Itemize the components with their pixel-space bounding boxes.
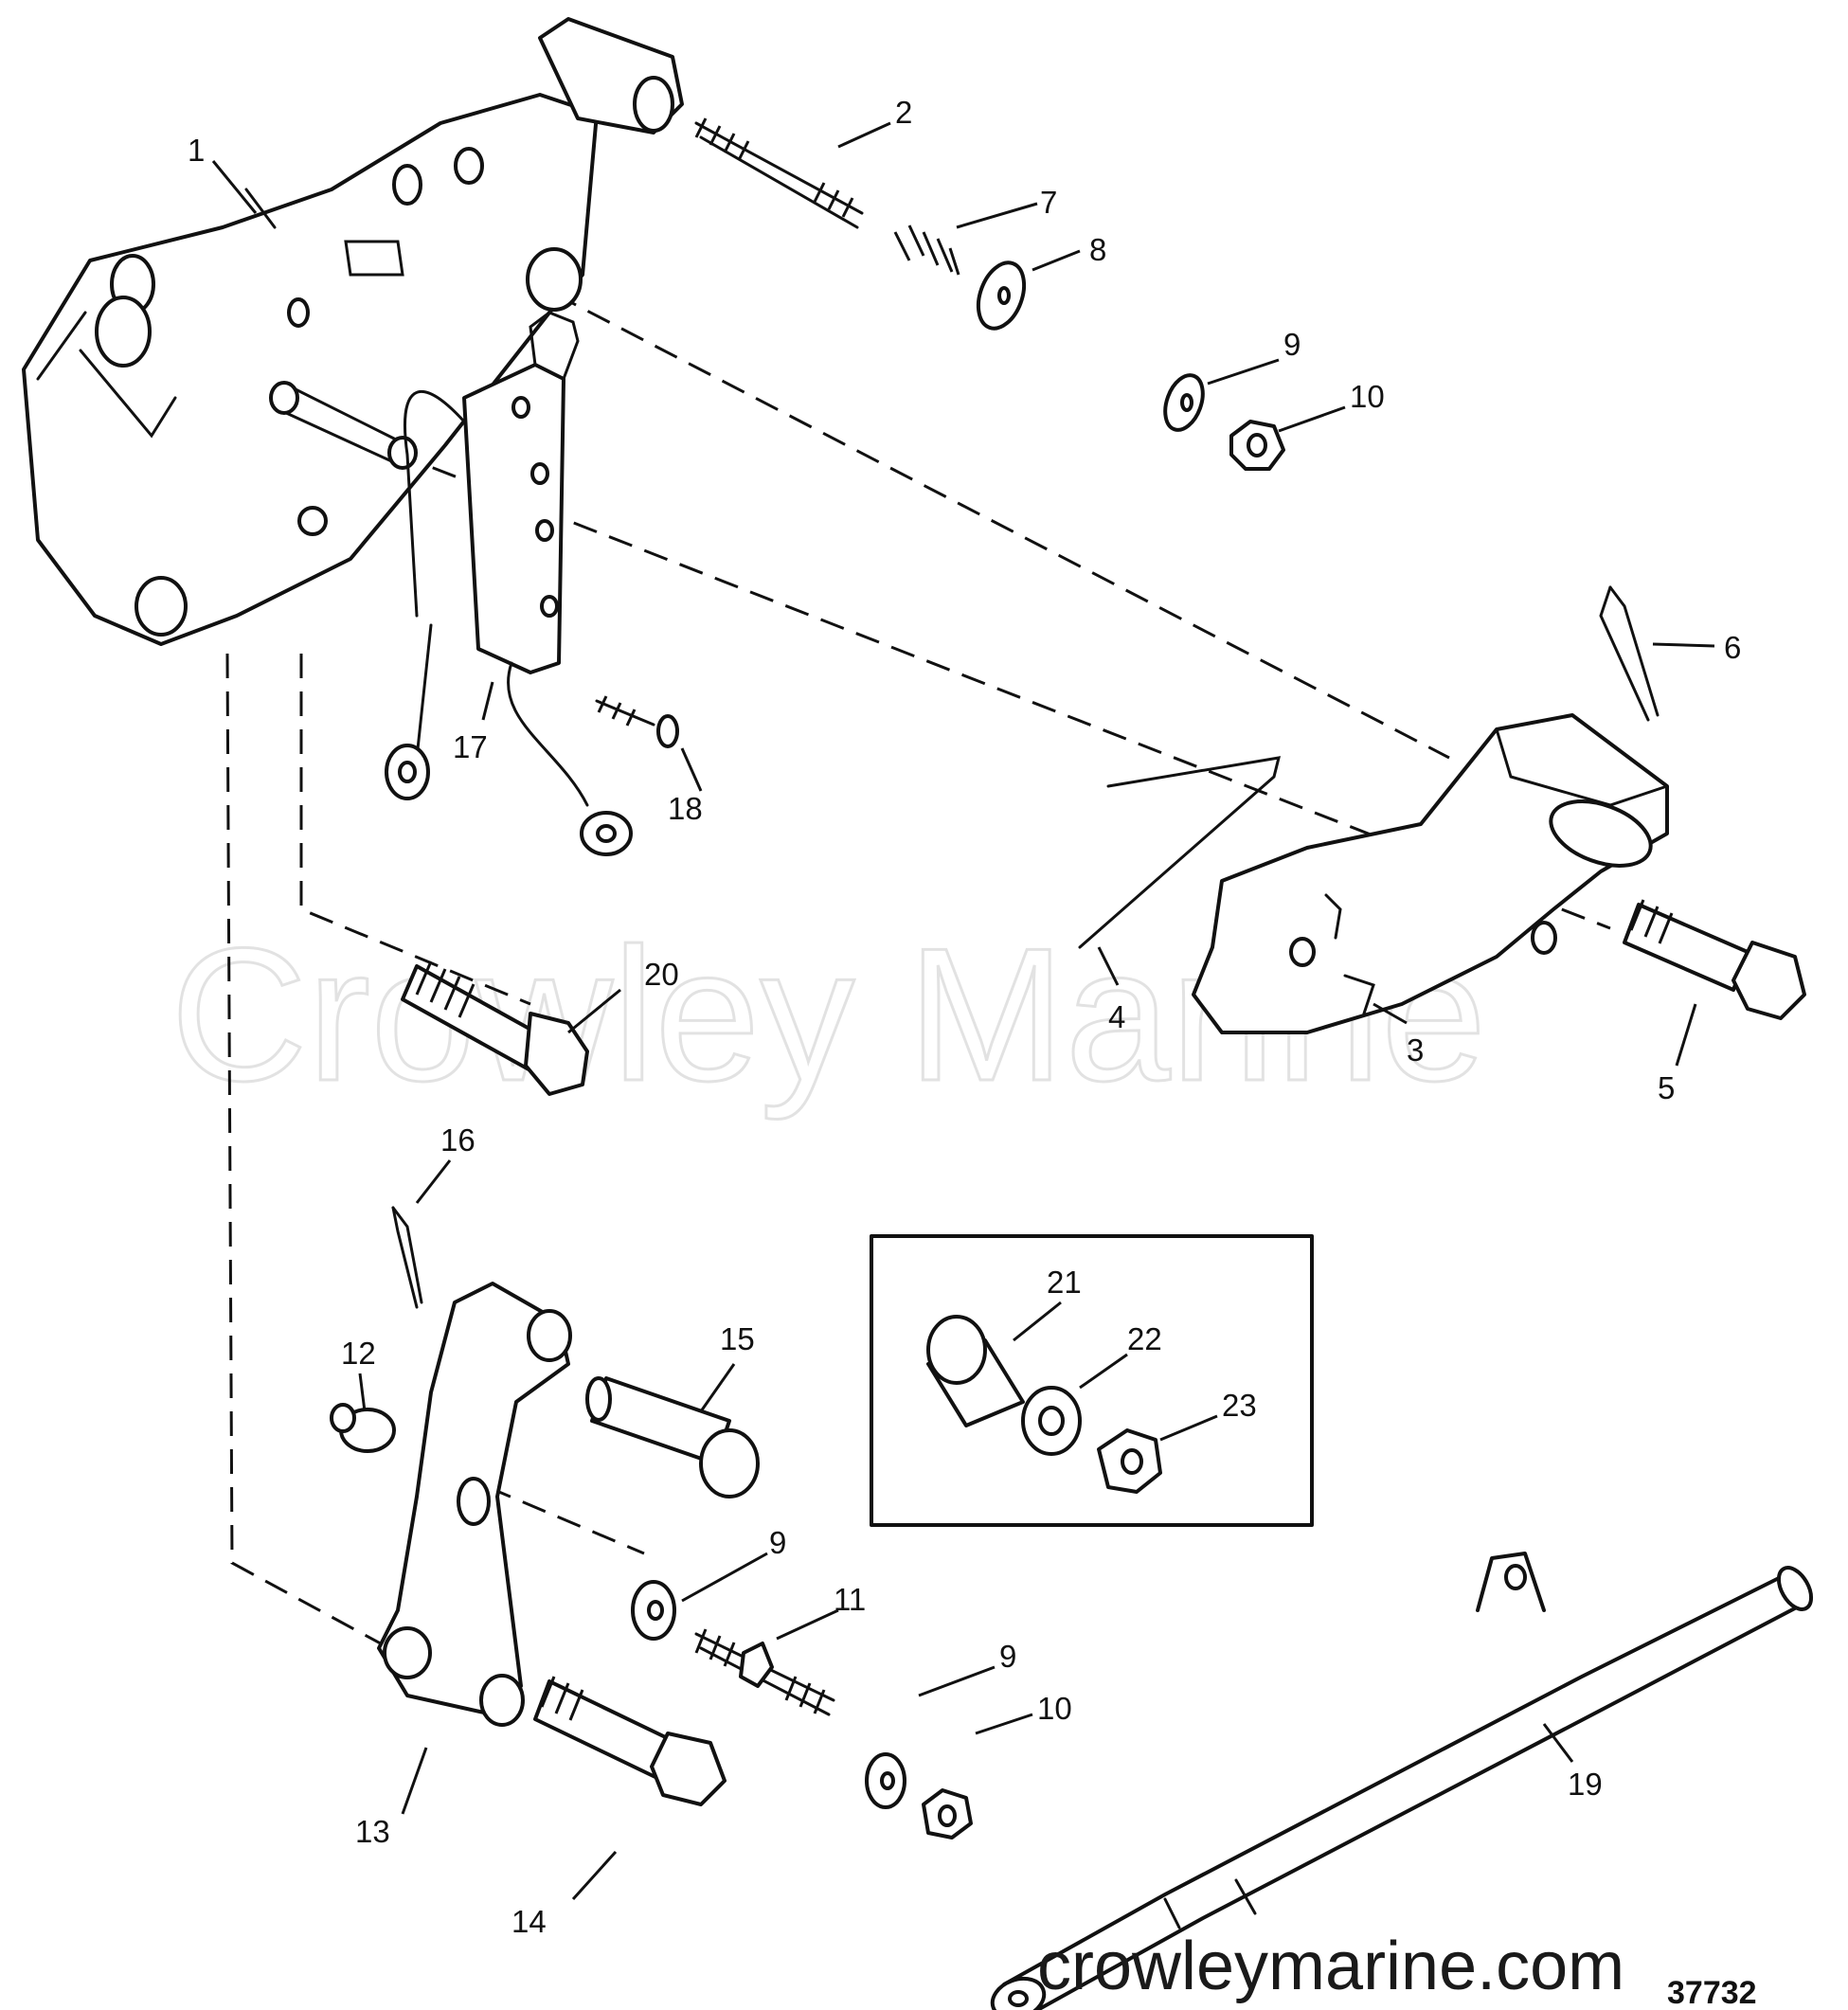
part-13-lever xyxy=(377,1282,572,1727)
callout-8: 8 xyxy=(1089,232,1106,267)
callout-22: 22 xyxy=(1127,1321,1162,1356)
part-12-pin xyxy=(330,1403,396,1453)
callout-15: 15 xyxy=(720,1321,755,1356)
callout-23: 23 xyxy=(1222,1388,1257,1423)
callout-17: 17 xyxy=(453,729,488,764)
part-2-stud xyxy=(694,117,864,229)
part-10-nut-bottom xyxy=(922,1788,973,1840)
part-10-nut-top xyxy=(1229,420,1285,471)
part-9-washer-middle xyxy=(631,1580,676,1641)
callout-5: 5 xyxy=(1658,1070,1675,1105)
part-20-bolt xyxy=(401,960,589,1096)
callout-12: 12 xyxy=(341,1336,376,1371)
part-15-clevis-pin xyxy=(585,1376,760,1499)
part-4-spring-wire xyxy=(1078,756,1282,949)
part-6-cotter-pin xyxy=(1599,585,1660,722)
callout-16: 16 xyxy=(440,1122,475,1158)
callout-21: 21 xyxy=(1047,1265,1082,1300)
part-7-spring xyxy=(893,224,960,276)
figure-number: 37732 xyxy=(1667,1975,1757,2010)
callout-10-top: 10 xyxy=(1350,379,1385,414)
callout-9-bottom: 9 xyxy=(999,1639,1016,1674)
callout-leaders xyxy=(211,121,1715,1901)
callout-20: 20 xyxy=(644,957,679,992)
callout-19: 19 xyxy=(1568,1767,1603,1802)
part-11-stud xyxy=(694,1628,835,1716)
part-8-washer xyxy=(976,260,1027,331)
callout-3: 3 xyxy=(1407,1032,1424,1068)
callout-6: 6 xyxy=(1724,630,1741,665)
callout-10-bottom: 10 xyxy=(1037,1691,1072,1726)
callout-9-top: 9 xyxy=(1283,327,1301,362)
part-1-swivel-bracket xyxy=(22,17,684,646)
part-3-bracket xyxy=(1192,713,1669,1034)
part-19-tie-rod xyxy=(990,1552,1814,2010)
part-9-washer-bottom xyxy=(865,1752,906,1809)
part-17-switch-harness xyxy=(385,311,633,856)
callout-18: 18 xyxy=(668,791,703,826)
site-url: crowleymarine.com xyxy=(1037,1929,1624,2004)
part-18-screw xyxy=(595,695,679,748)
part-5-shoulder-bolt xyxy=(1623,899,1806,1020)
callout-13: 13 xyxy=(355,1814,390,1849)
part-16-cotter-pin xyxy=(391,1206,423,1309)
callout-11: 11 xyxy=(834,1582,866,1617)
part-14-shoulder-bolt xyxy=(533,1676,727,1806)
part-9-washer-top xyxy=(1163,373,1205,432)
callout-2: 2 xyxy=(895,95,912,130)
callout-14: 14 xyxy=(511,1904,547,1939)
callout-1: 1 xyxy=(188,133,205,168)
callout-4: 4 xyxy=(1108,999,1125,1034)
callout-9-middle: 9 xyxy=(769,1525,786,1560)
callout-7: 7 xyxy=(1040,185,1057,220)
callout-numbers: 1 2 7 8 9 10 6 4 3 5 17 18 20 16 12 15 2… xyxy=(188,95,1741,1939)
